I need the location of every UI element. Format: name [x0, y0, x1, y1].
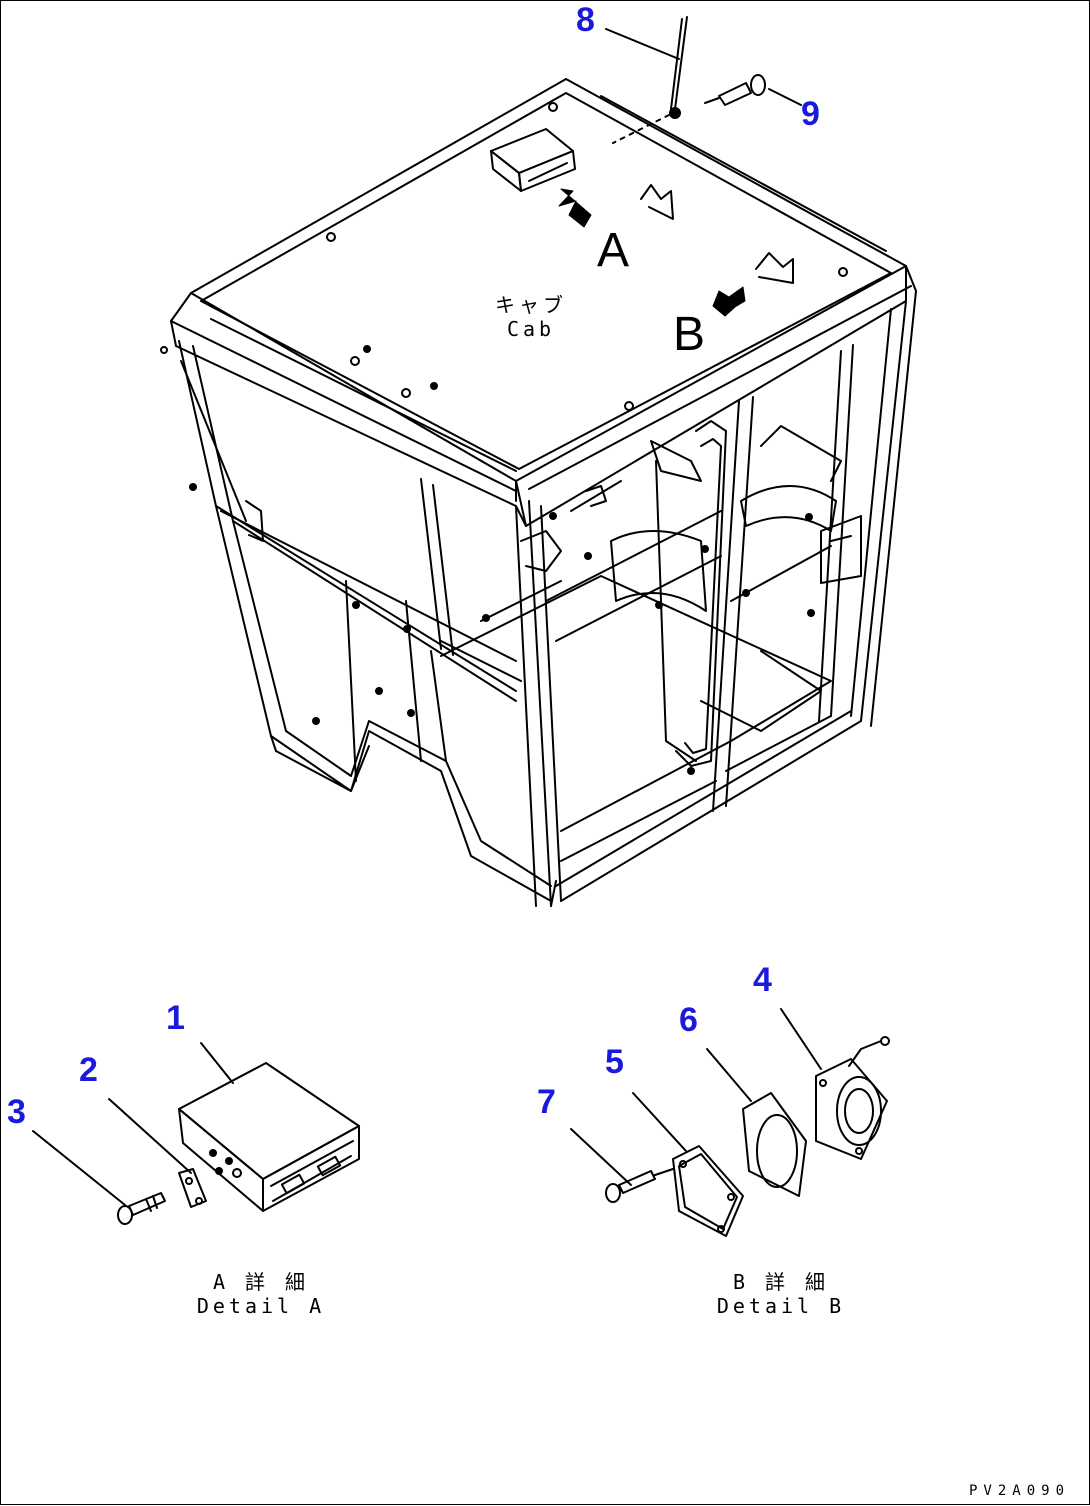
detail-b-screw: [605, 1168, 674, 1203]
detail-b-gasket: [742, 1092, 807, 1197]
side-bolts: [189, 483, 415, 725]
callout-5: 5: [605, 1043, 624, 1081]
detail-a-bolt: [117, 1192, 166, 1225]
roof-radio-box: [490, 128, 576, 192]
callout-7: 7: [537, 1083, 556, 1121]
drawing-code: PV2A090: [969, 1483, 1071, 1499]
detail-a-bracket: [178, 1168, 207, 1208]
cab-right-frame: [545, 290, 917, 907]
frame-bolts: [482, 512, 815, 775]
arrow-a: [558, 188, 592, 228]
callout-1: 1: [166, 999, 185, 1037]
front-pillar: [420, 478, 562, 907]
roof-bolts: [160, 102, 848, 411]
detail-a-caption-en: Detail A: [196, 1294, 326, 1318]
detail-b-caption-jp: B 詳 細: [732, 1270, 830, 1294]
bolt-9: [704, 74, 766, 106]
callout-9: 9: [801, 95, 820, 133]
callout-8: 8: [576, 1, 595, 39]
cab-label-jp: キャブ: [495, 293, 567, 317]
detail-b-grille: [672, 1145, 744, 1237]
callout-2: 2: [79, 1051, 98, 1089]
view-label-b: B: [673, 308, 706, 361]
cab-floor: [440, 575, 832, 832]
detail-a-radio: [178, 1062, 360, 1212]
callout-4: 4: [753, 961, 772, 999]
callout-3: 3: [7, 1093, 26, 1131]
callout-6: 6: [679, 1001, 698, 1039]
antenna: [612, 16, 688, 144]
cab-roof: [170, 78, 917, 527]
detail-a-caption-jp: A 詳 細: [212, 1270, 310, 1294]
cab-left-side: [178, 340, 552, 902]
roof-brackets: [640, 184, 794, 284]
cab-label-en: Cab: [506, 317, 556, 341]
arrow-b: [712, 286, 746, 317]
detail-b-caption-en: Detail B: [716, 1294, 846, 1318]
view-label-a: A: [597, 224, 630, 277]
detail-b-speaker: [815, 1036, 890, 1160]
